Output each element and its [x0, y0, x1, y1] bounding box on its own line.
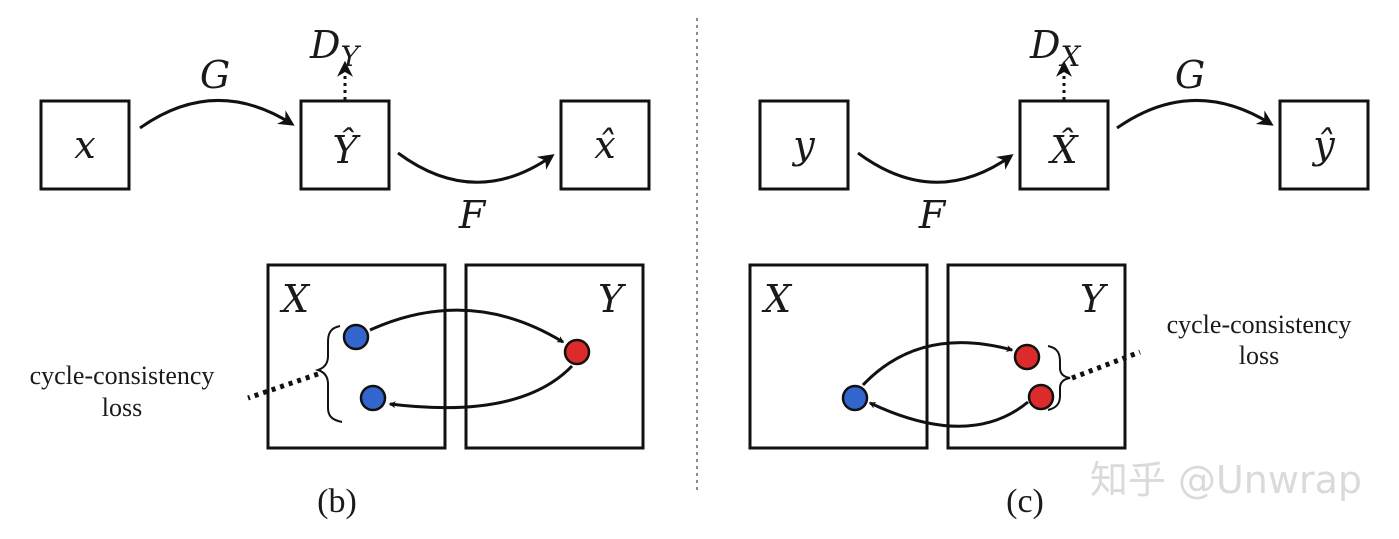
arrow-g-c [1116, 99, 1274, 130]
cycle-arrow-backward [388, 364, 574, 410]
box-x-hat [559, 99, 651, 191]
cycle-arrow-forward-c [861, 341, 1014, 387]
box-x [39, 99, 131, 191]
cycle-arrow-forward [369, 308, 565, 344]
watermark: 知乎 @Unwrap [1090, 458, 1362, 502]
panel-b: x Ŷ x̂ G F DY X Y cycle-consistency [30, 23, 651, 520]
point-red [563, 338, 591, 366]
arrow-g [139, 99, 295, 130]
label-f-c: F [918, 193, 947, 237]
point-blue-c [841, 384, 869, 412]
point-blue-source [342, 323, 370, 351]
domain-y-label: Y [598, 277, 627, 321]
domain-y-label-c: Y [1080, 277, 1109, 321]
box-y-hat-out [1278, 99, 1370, 191]
caption-c: (c) [1006, 483, 1044, 520]
label-g-c: G [1175, 53, 1205, 97]
label-f: F [458, 193, 487, 237]
arrow-f-c [857, 151, 1014, 184]
box-y-hat-label: Ŷ [332, 128, 361, 172]
box-x-hat-label: x̂ [594, 123, 615, 167]
box-y-hat-out-label: ŷ [1311, 123, 1335, 167]
box-y-hat [299, 99, 391, 191]
label-discriminator-sub: Y [340, 40, 361, 73]
box-y [758, 99, 850, 191]
panel-c: y X̂ ŷ F G DX X Y cycle-consistency [748, 23, 1370, 520]
loss-label-c-line1: cycle-consistency [1167, 310, 1352, 339]
loss-label-line2: loss [102, 393, 142, 422]
label-discriminator-c-sub: X [1058, 40, 1081, 73]
loss-dotted-line-c [1071, 349, 1141, 381]
point-red-reconstructed-c [1027, 383, 1055, 411]
label-discriminator: DY [309, 23, 361, 73]
arrow-f [397, 151, 555, 184]
domain-x-label-c: X [761, 277, 793, 321]
box-x-label: x [74, 123, 95, 167]
domain-x-label: X [279, 277, 311, 321]
point-blue-reconstructed [359, 384, 387, 412]
box-y-label: y [791, 123, 815, 167]
loss-label-c-line2: loss [1239, 341, 1279, 370]
cycle-arrow-backward-c [868, 400, 1029, 428]
domain-box-x-c [748, 263, 929, 450]
loss-brace-c [1047, 345, 1071, 411]
loss-label-line1: cycle-consistency [30, 361, 215, 390]
domain-box-x [266, 263, 447, 450]
box-x-hat-mid-label: X̂ [1047, 128, 1079, 172]
point-red-target-c [1013, 343, 1041, 371]
loss-dotted-line [247, 371, 319, 401]
loss-brace [314, 325, 343, 423]
label-g: G [200, 53, 230, 97]
label-discriminator-c: DX [1029, 23, 1081, 73]
domain-box-y [464, 263, 645, 450]
box-x-hat-mid [1018, 99, 1110, 191]
caption-b: (b) [317, 483, 357, 520]
